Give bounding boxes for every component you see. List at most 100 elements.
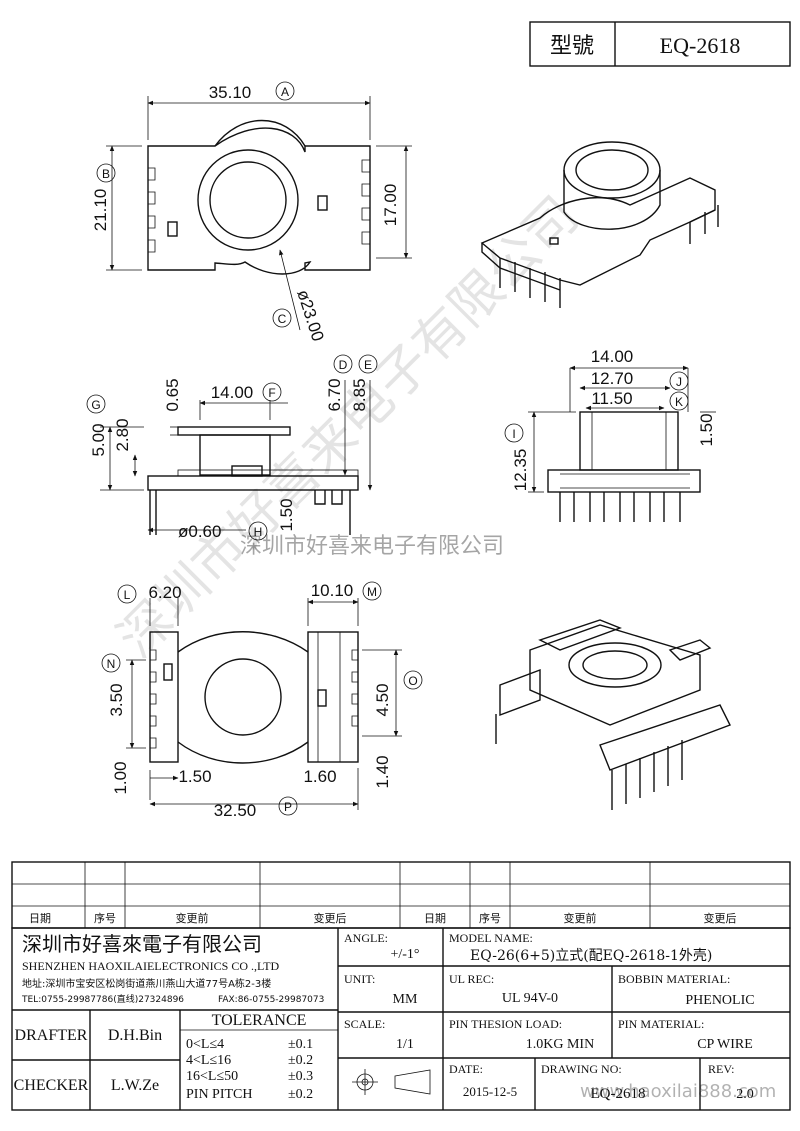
dim-1-50-side: 1.50	[277, 498, 296, 531]
dim-1-40: 1.40	[373, 755, 392, 788]
rev-col-after-1: 变更后	[314, 911, 347, 925]
callout-g: G	[91, 398, 100, 412]
callout-k: K	[675, 395, 683, 409]
drafter-value: D.H.Bin	[108, 1027, 162, 1044]
dim-10-10: 10.10	[311, 581, 354, 600]
dim-12-70: 12.70	[591, 369, 634, 388]
title-block: 深圳市好喜來電子有限公司 SHENZHEN HAOXILAIELECTRONIC…	[11, 927, 791, 1111]
rev-col-before-2: 变更前	[564, 911, 597, 925]
dim-11-50: 11.50	[591, 389, 632, 408]
callout-b: B	[102, 167, 110, 181]
callout-e: E	[364, 358, 372, 372]
callout-f: F	[268, 386, 275, 400]
drafter-label: DRAFTER	[15, 1027, 88, 1044]
callout-markers: A B C D E F G H I J K L M N O P	[86, 81, 689, 816]
tolerance-range-3: 16<L≤50	[186, 1069, 238, 1084]
drawing-no-label: DRAWING NO:	[541, 1062, 622, 1076]
rev-col-no-2: 序号	[479, 911, 501, 925]
dim-1-60: 1.60	[303, 767, 336, 786]
end-view: 14.00 12.70 11.50 1.50 12.35	[511, 347, 716, 522]
scale-label: SCALE:	[344, 1017, 385, 1031]
company-fax: FAX:86-0755-29987073	[218, 995, 324, 1005]
callout-o: O	[408, 674, 417, 688]
angle-label: ANGLE:	[344, 931, 388, 945]
watermark-company: 深圳市好喜来电子有限公司	[240, 534, 504, 559]
isometric-view-top	[480, 141, 719, 308]
dim-6-70: 6.70	[325, 378, 344, 411]
ul-rec-label: UL REC:	[449, 972, 494, 986]
model-box-label: 型號	[550, 34, 594, 59]
bobbin-material-value: PHENOLIC	[685, 993, 754, 1008]
callout-i: I	[512, 427, 515, 441]
tolerance-value-4: ±0.2	[288, 1087, 313, 1102]
dim-12-35: 12.35	[511, 449, 530, 492]
model-number-box: 型號 EQ-2618	[529, 21, 791, 67]
callout-l: L	[124, 588, 131, 602]
dim-21-10: 21.10	[91, 189, 110, 232]
callout-h: H	[254, 525, 263, 539]
revision-table: 日期 序号 变更前 变更后 日期 序号 变更前 变更后	[11, 861, 791, 929]
isometric-view-bottom	[495, 619, 731, 810]
company-name-en: SHENZHEN HAOXILAIELECTRONICS CO .,LTD	[22, 959, 280, 973]
model-box-value: EQ-2618	[660, 33, 741, 58]
tolerance-range-4: PIN PITCH	[186, 1087, 253, 1102]
dim-8-85: 8.85	[350, 378, 369, 411]
pin-material-value: CP WIRE	[697, 1037, 753, 1052]
dim-4-50: 4.50	[373, 683, 392, 716]
dim-dia-23: ø23.00	[293, 287, 327, 343]
callout-d: D	[339, 358, 348, 372]
top-view: 35.10 21.10 17.00 ø23.00	[91, 83, 412, 344]
rev-col-before-1: 变更前	[176, 911, 209, 925]
bobbin-material-label: BOBBIN MATERIAL:	[618, 972, 730, 986]
callout-n: N	[107, 657, 116, 671]
bottom-view: 6.20 10.10 3.50 4.50 1.00 1.50 1.60 1.40…	[107, 581, 402, 820]
dim-32-50: 32.50	[214, 801, 257, 820]
dim-3-50: 3.50	[107, 683, 126, 716]
callout-c: C	[278, 312, 287, 326]
rev-col-date-2: 日期	[424, 912, 446, 925]
rev-col-no-1: 序号	[94, 911, 116, 925]
checker-label: CHECKER	[14, 1077, 89, 1094]
pin-load-value: 1.0KG MIN	[526, 1037, 594, 1052]
rev-col-after-2: 变更后	[704, 911, 737, 925]
scale-value: 1/1	[396, 1037, 414, 1052]
unit-label: UNIT:	[344, 972, 375, 986]
dim-6-20: 6.20	[148, 583, 181, 602]
dim-1-50-end: 1.50	[697, 413, 716, 446]
rev-label: REV:	[708, 1062, 734, 1076]
angle-value: +/-1°	[390, 947, 419, 962]
dim-17-00: 17.00	[381, 184, 400, 227]
tolerance-value-2: ±0.2	[288, 1053, 313, 1068]
model-name-label: MODEL NAME:	[449, 931, 533, 945]
dim-14-00-end: 14.00	[591, 347, 634, 366]
company-name-cn: 深圳市好喜來電子有限公司	[22, 932, 262, 956]
rev-value: 2.0	[736, 1087, 754, 1102]
tolerance-value-3: ±0.3	[288, 1069, 313, 1084]
model-name-value: EQ-26(6+5)立式(配EQ-2618-1外壳)	[470, 947, 712, 964]
company-tel: TEL:0755-29987786(直线)27324896	[21, 993, 184, 1005]
dim-35-10: 35.10	[209, 83, 252, 102]
watermark-site: www.haoxilai888.com	[580, 1081, 776, 1102]
tolerance-range-1: 0<L≤4	[186, 1037, 224, 1052]
date-label: DATE:	[449, 1062, 483, 1076]
dim-5-00: 5.00	[89, 423, 108, 456]
dim-1-50-bot: 1.50	[178, 767, 211, 786]
drawing-no-value: EQ-2618	[591, 1086, 646, 1102]
dim-dia-0-60: ø0.60	[178, 522, 221, 541]
dim-14-00-side: 14.00	[211, 383, 254, 402]
callout-p: P	[284, 800, 292, 814]
date-value: 2015-12-5	[463, 1084, 517, 1099]
company-address: 地址:深圳市宝安区松岗街道燕川燕山大道77号A栋2-3楼	[22, 977, 271, 990]
tolerance-title: TOLERANCE	[212, 1012, 307, 1029]
callout-m: M	[367, 585, 377, 599]
dim-2-80: 2.80	[113, 418, 132, 451]
rev-col-date-1: 日期	[29, 912, 51, 925]
dim-0-65: 0.65	[163, 378, 182, 411]
projection-symbol-icon	[352, 1069, 431, 1095]
side-view: 14.00 0.65 6.70 8.85 5.00 2.80 ø0.60 1.5…	[89, 378, 373, 541]
pin-material-label: PIN MATERIAL:	[618, 1017, 704, 1031]
callout-a: A	[281, 85, 289, 99]
callout-j: J	[676, 375, 682, 389]
dim-1-00: 1.00	[111, 761, 130, 794]
